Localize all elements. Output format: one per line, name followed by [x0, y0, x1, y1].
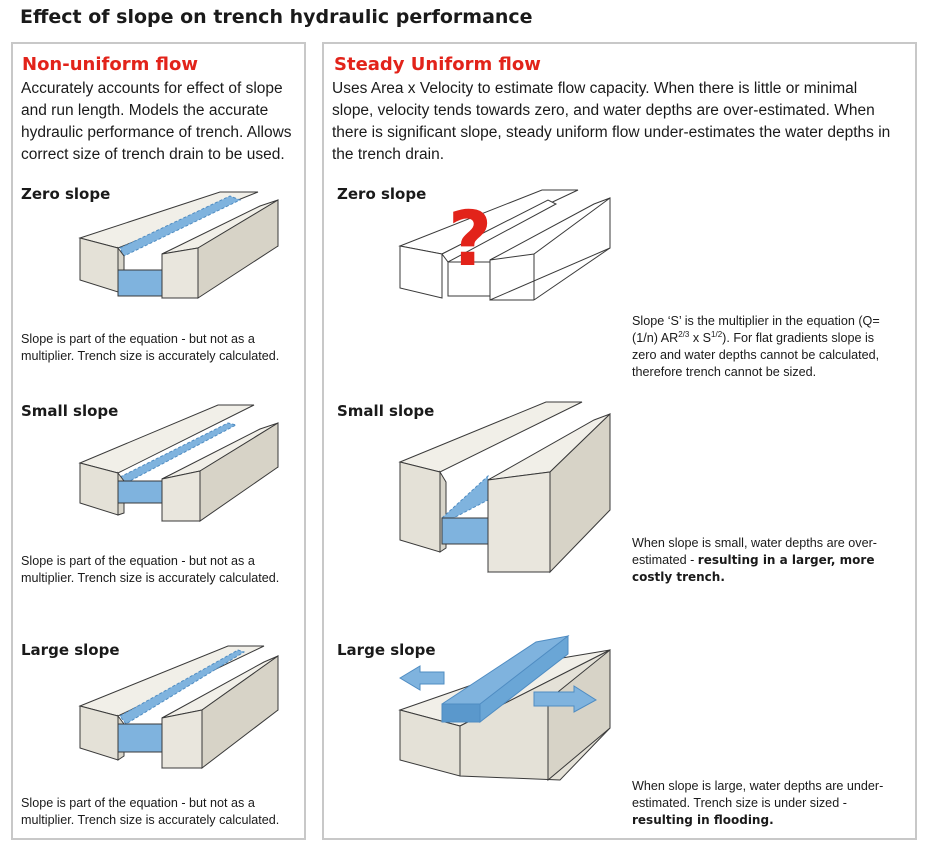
page-title: Effect of slope on trench hydraulic perf… — [20, 6, 533, 28]
right-small-slope-label: Small slope — [337, 402, 435, 420]
left-small-slope-caption: Slope is part of the equation - but not … — [21, 554, 280, 585]
right-zero-slope-label: Zero slope — [337, 185, 427, 203]
non-uniform-flow-description: Accurately accounts for effect of slope … — [21, 80, 292, 163]
right-small-slope-trench-diagram — [398, 401, 611, 574]
right-large-slope-trench-overflow-diagram — [398, 634, 611, 782]
left-zero-slope-label: Zero slope — [21, 185, 111, 203]
right-zero-slope-trench-outline-diagram — [398, 189, 611, 301]
left-large-slope-trench-diagram — [78, 645, 279, 770]
left-large-slope-label: Large slope — [21, 641, 120, 659]
left-large-slope-caption: Slope is part of the equation - but not … — [21, 796, 280, 827]
non-uniform-flow-heading: Non-uniform flow — [22, 54, 198, 75]
left-zero-slope-caption: Slope is part of the equation - but not … — [21, 332, 280, 363]
right-zero-slope-caption: Slope ‘S’ is the multiplier in the equat… — [632, 314, 880, 379]
question-mark-icon: ? — [448, 194, 493, 283]
steady-uniform-flow-description: Uses Area x Velocity to estimate flow ca… — [332, 80, 891, 163]
right-small-slope-caption: When slope is small, water depths are ov… — [632, 536, 877, 584]
left-zero-slope-trench-diagram — [78, 191, 279, 299]
right-large-slope-label: Large slope — [337, 641, 436, 659]
right-large-slope-caption: When slope is large, water depths are un… — [632, 779, 884, 827]
left-small-slope-label: Small slope — [21, 402, 119, 420]
steady-uniform-flow-heading: Steady Uniform flow — [334, 54, 541, 75]
left-small-slope-trench-diagram — [78, 404, 279, 522]
